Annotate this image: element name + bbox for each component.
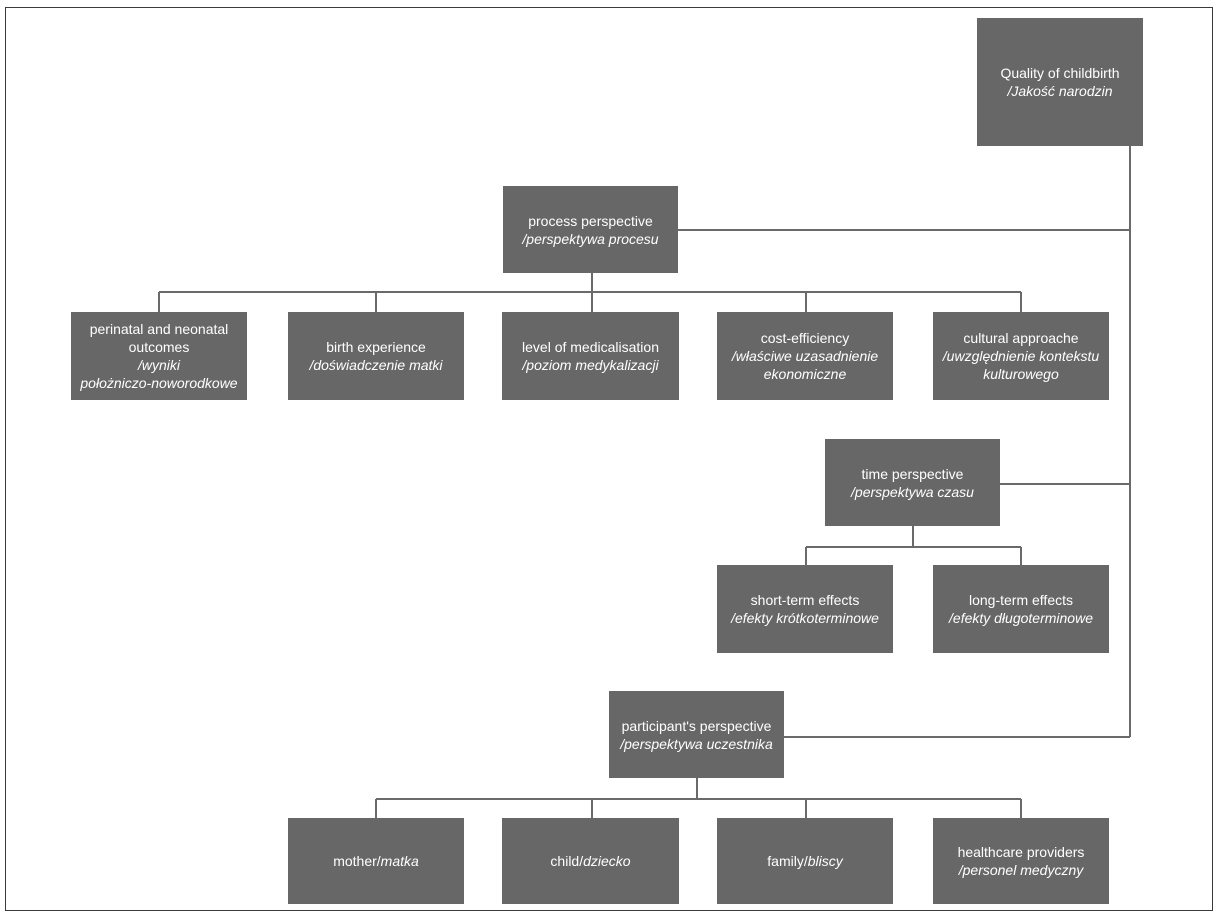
node-root: Quality of childbirth /Jakość narodzin (977, 18, 1143, 146)
node-mother-en: mother/ (333, 853, 381, 869)
node-cultural-en: cultural approache (963, 330, 1079, 346)
node-child-pl: dziecko (583, 853, 631, 869)
node-family-pl: bliscy (807, 853, 843, 869)
node-family: family/bliscy (717, 818, 893, 904)
node-medicalisation-pl: /poziom medykalizacji (522, 357, 659, 373)
node-healthcare-providers: healthcare providers /personel medyczny (933, 818, 1109, 904)
node-birth-experience-en: birth experience (326, 339, 426, 355)
node-process-pl: /perspektywa procesu (522, 230, 659, 247)
node-time-en: time perspective (861, 465, 964, 482)
node-mother-pl: matka (380, 853, 419, 869)
node-perinatal-en-1: perinatal and neonatal (89, 321, 229, 337)
node-cost-efficiency-pl-1: /właściwe uzasadnienie (731, 348, 879, 364)
node-perinatal-outcomes: perinatal and neonatal outcomes /wyniki … (71, 312, 247, 400)
node-birth-experience: birth experience /doświadczenie matki (288, 312, 464, 400)
node-healthcare-pl: /personel medyczny (958, 862, 1084, 878)
node-participant-en: participant's perspective (621, 717, 772, 734)
node-birth-experience-pl: /doświadczenie matki (309, 357, 443, 373)
node-cost-efficiency-en: cost-efficiency (760, 330, 850, 346)
node-long-term-pl: /efekty długoterminowe (949, 610, 1093, 626)
node-participant-pl: /perspektywa uczestnika (620, 735, 773, 752)
node-short-term-effects: short-term effects /efekty krótkotermino… (717, 565, 893, 653)
node-medicalisation-en: level of medicalisation (522, 339, 659, 355)
node-child-en: child/ (550, 853, 584, 869)
node-participant-perspective: participant's perspective /perspektywa u… (609, 691, 784, 778)
node-process-en: process perspective (528, 212, 653, 229)
diagram-frame (5, 7, 1213, 911)
node-short-term-pl: /efekty krótkoterminowe (731, 610, 879, 626)
node-time-pl: /perspektywa czasu (851, 483, 974, 500)
node-process-perspective: process perspective /perspektywa procesu (503, 186, 678, 273)
node-cost-efficiency-pl-2: ekonomiczne (763, 366, 847, 382)
node-mother: mother/matka (288, 818, 464, 904)
node-family-label: family/bliscy (767, 852, 842, 870)
node-perinatal-en-2: outcomes (128, 339, 190, 355)
node-long-term-en: long-term effects (968, 592, 1073, 608)
node-cultural-pl-2: kulturowego (983, 366, 1059, 382)
node-family-en: family/ (767, 853, 808, 869)
node-perinatal-pl-1: /wyniki (137, 357, 180, 373)
node-root-en: Quality of childbirth (1000, 65, 1120, 81)
node-short-term-en: short-term effects (750, 592, 860, 608)
node-child-label: child/dziecko (550, 852, 630, 870)
node-time-perspective: time perspective /perspektywa czasu (825, 439, 1000, 526)
node-cultural-pl-1: /uwzględnienie kontekstu (942, 348, 1100, 364)
node-perinatal-pl-2: położniczo-noworodkowe (80, 375, 238, 391)
node-cultural-approache: cultural approache /uwzględnienie kontek… (933, 312, 1109, 400)
node-root-pl: /Jakość narodzin (1007, 83, 1113, 99)
node-cost-efficiency: cost-efficiency /właściwe uzasadnienie e… (717, 312, 893, 400)
node-child: child/dziecko (502, 818, 679, 904)
node-long-term-effects: long-term effects /efekty długoterminowe (933, 565, 1109, 653)
node-mother-label: mother/matka (333, 852, 419, 870)
node-level-of-medicalisation: level of medicalisation /poziom medykali… (502, 312, 679, 400)
node-healthcare-en: healthcare providers (957, 844, 1085, 860)
